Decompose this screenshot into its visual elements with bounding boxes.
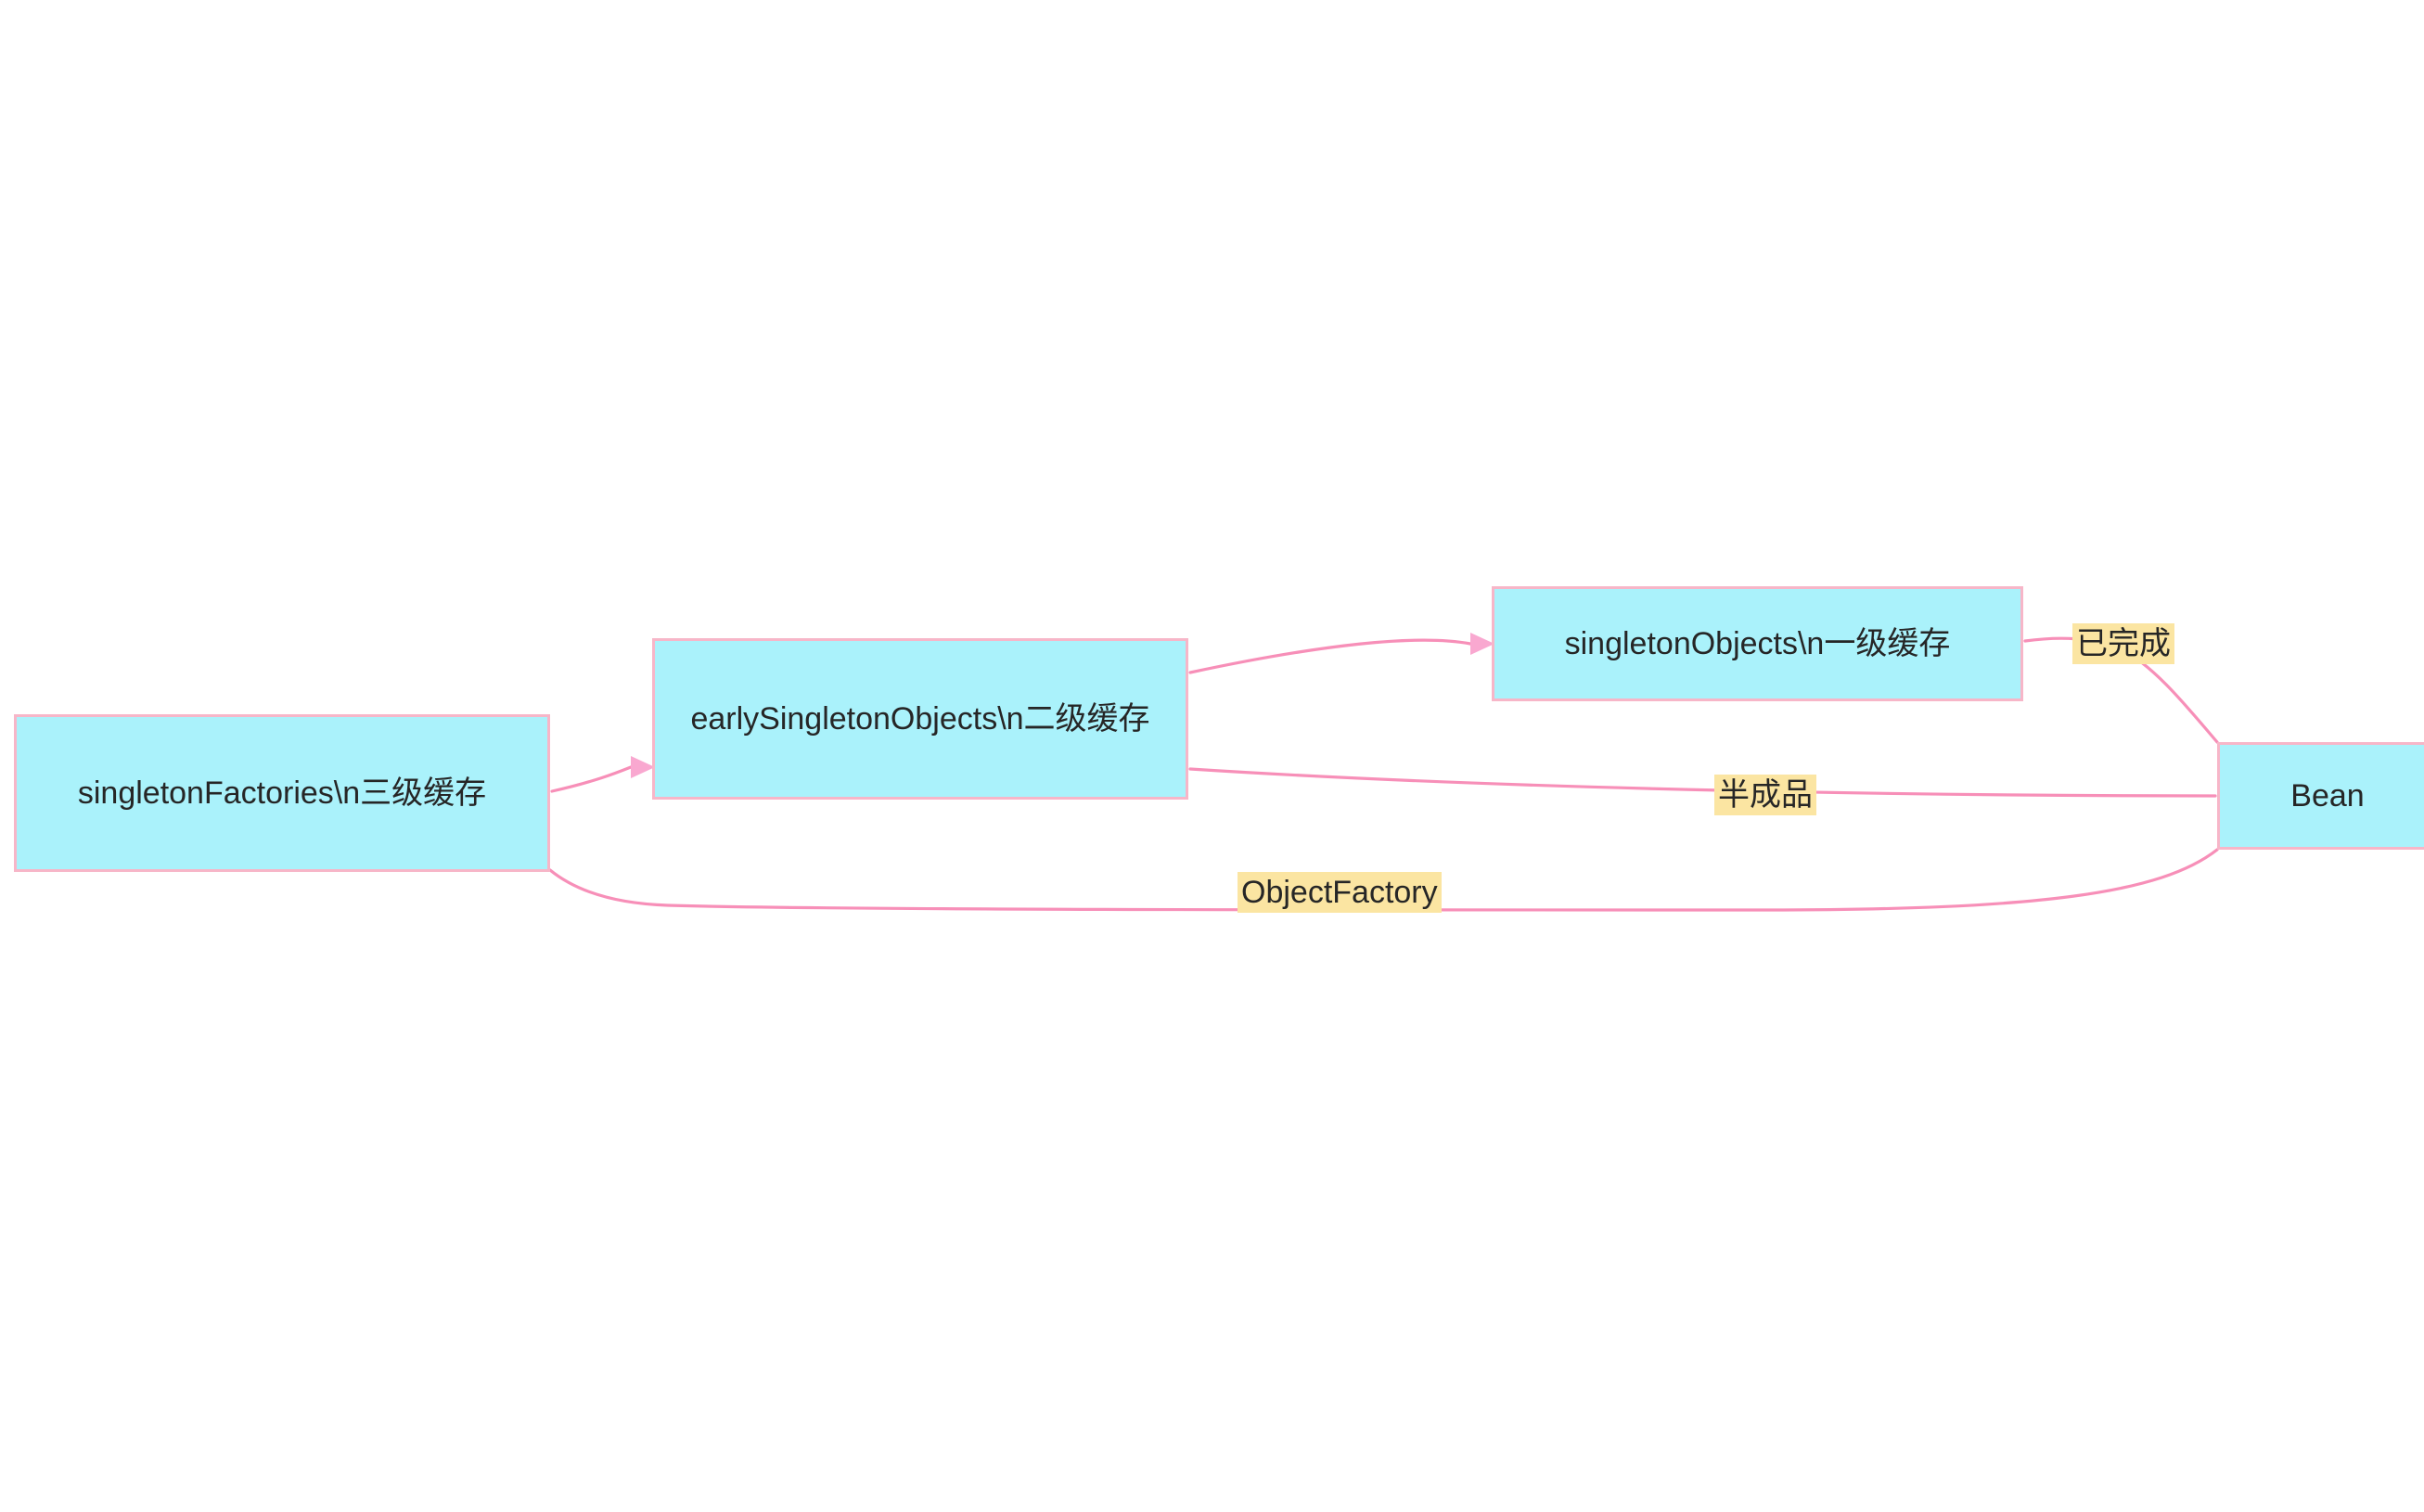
edge-bean-to-two xyxy=(1188,767,2217,798)
node-singleton-objects[interactable]: singletonObjects\n一级缓存 xyxy=(1492,586,2023,701)
edge-three-to-two xyxy=(550,765,633,793)
node-early-singleton-objects-label: earlySingletonObjects\n二级缓存 xyxy=(690,700,1150,737)
node-bean-label: Bean xyxy=(2290,777,2365,814)
node-singleton-objects-label: singletonObjects\n一级缓存 xyxy=(1564,625,1951,661)
node-early-singleton-objects[interactable]: earlySingletonObjects\n二级缓存 xyxy=(652,638,1188,800)
node-singleton-factories-label: singletonFactories\n三级缓存 xyxy=(77,775,487,811)
node-bean[interactable]: Bean xyxy=(2217,742,2424,850)
node-singleton-factories[interactable]: singletonFactories\n三级缓存 xyxy=(14,714,550,872)
edge-label-half-built: 半成品 xyxy=(1714,775,1816,816)
edge-two-to-one xyxy=(1188,638,1472,674)
edge-label-done: 已完成 xyxy=(2072,623,2174,665)
edge-label-object-factory: ObjectFactory xyxy=(1238,872,1442,914)
